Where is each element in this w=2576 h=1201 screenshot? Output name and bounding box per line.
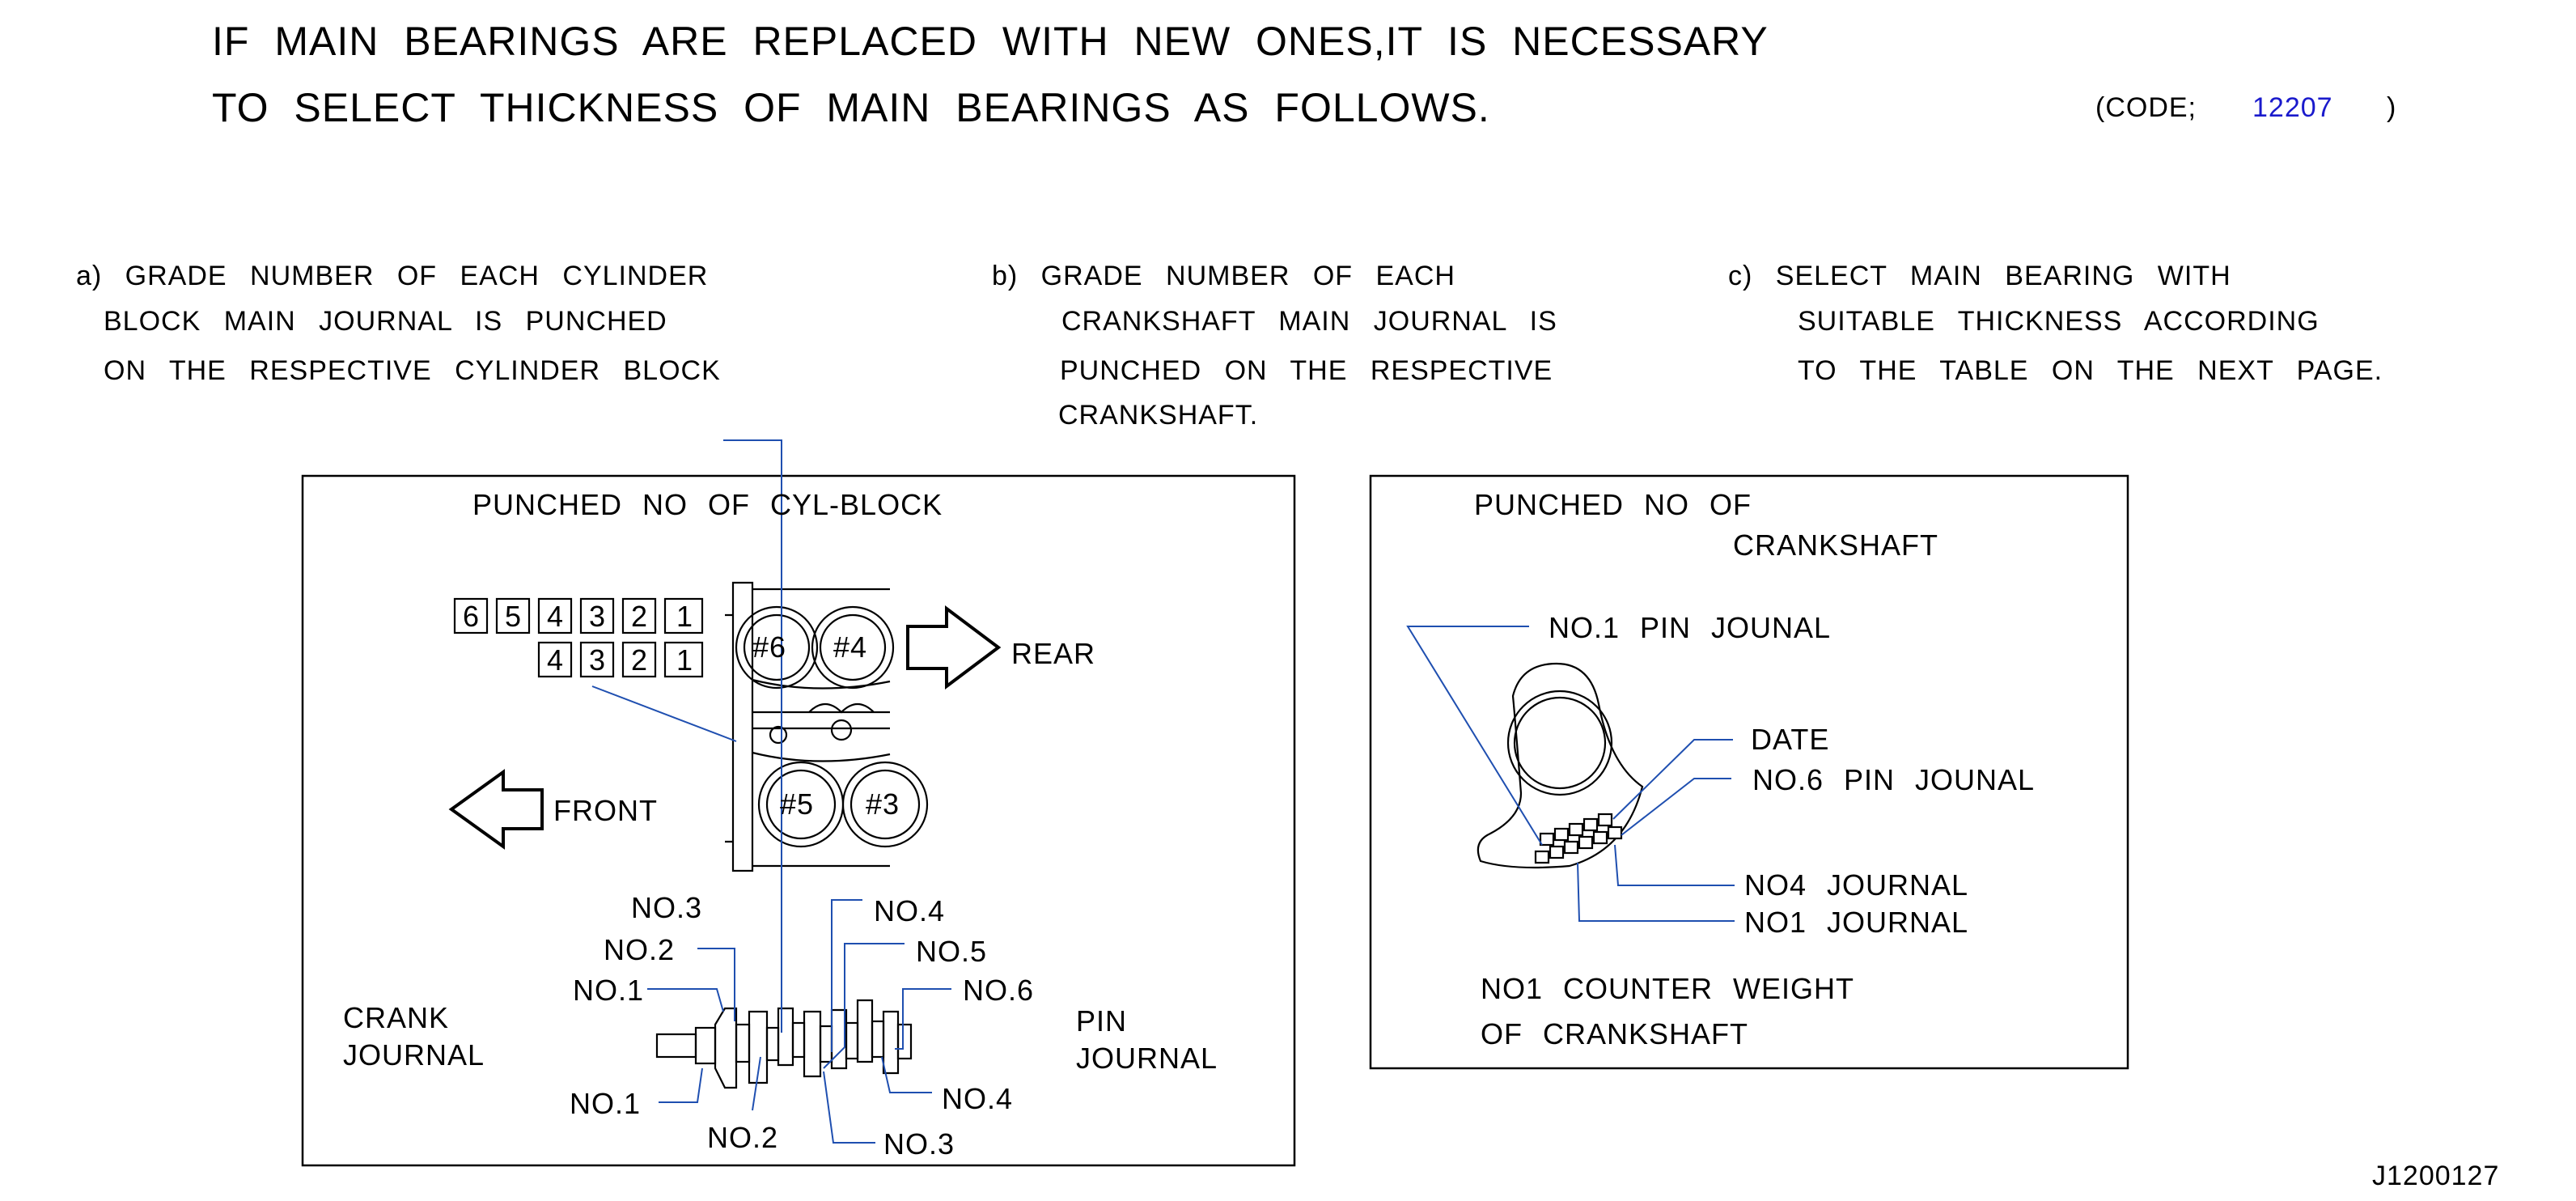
step-a-line-1: a) GRADE NUMBER OF EACH CYLINDER [76,261,709,291]
punch-digit-row2-3: 3 [589,643,607,677]
cyl-block-leader-line [591,685,737,742]
crank-label-no1-upper: NO.1 [573,974,645,1007]
pin-label-no4-upper: NO.4 [874,894,946,927]
counter-weight-label-1: NO1 COUNTER WEIGHT [1481,972,1855,1005]
crank-journal-label-2: JOURNAL [343,1038,485,1072]
counter-weight-label-2: OF CRANKSHAFT [1481,1017,1749,1050]
step-a-line-2: BLOCK MAIN JOURNAL IS PUNCHED [104,306,667,337]
heading-line-1: IF MAIN BEARINGS ARE REPLACED WITH NEW O… [212,19,1769,64]
punched-number-squares [453,597,704,678]
crank-label-no2-lower: NO.2 [707,1121,779,1154]
pin-journal-label-1: PIN [1076,1004,1128,1038]
pin-label-no6-upper: NO.6 [963,974,1035,1007]
cylinder-6-label: #6 [752,630,787,664]
step-c-line-2: SUITABLE THICKNESS ACCORDING [1798,306,2320,337]
no4-journal-label: NO4 JOURNAL [1744,868,1969,902]
cyl-block-panel-title: PUNCHED NO OF CYL-BLOCK [472,488,943,521]
step-b-line-2: CRANKSHAFT MAIN JOURNAL IS [1061,306,1557,337]
pin-label-no5-upper: NO.5 [916,935,988,968]
crankshaft-leader-lines [1406,626,1735,922]
cylinder-4-label: #4 [833,630,868,664]
pin-journal-label-2: JOURNAL [1076,1042,1218,1075]
rear-arrow-icon [906,605,1002,690]
no1-journal-label: NO1 JOURNAL [1744,906,1969,939]
crankshaft-panel-title-2: CRANKSHAFT [1733,528,1939,562]
front-label: FRONT [553,794,658,827]
no1-pin-journal-label: NO.1 PIN JOUNAL [1549,611,1832,644]
punch-digit-row2-2: 2 [631,643,649,677]
pin-label-no3-lower: NO.3 [883,1127,955,1161]
crankshaft-end-view [1477,662,1644,869]
rear-label: REAR [1011,637,1096,670]
punch-digit-row2-4: 4 [547,643,565,677]
punch-digit-3: 3 [589,600,607,633]
crankshaft-panel-title-1: PUNCHED NO OF [1474,488,1752,521]
punch-digit-row2-1: 1 [676,643,694,677]
step-c-line-3: TO THE TABLE ON THE NEXT PAGE. [1798,355,2383,386]
step-a-line-3: ON THE RESPECTIVE CYLINDER BLOCK [104,355,721,386]
cylinder-3-label: #3 [866,787,900,821]
code-value: 12207 [2252,92,2333,123]
step-b-line-4: CRANKSHAFT. [1058,400,1259,431]
punch-digit-5: 5 [505,600,523,633]
crank-label-no3-upper: NO.3 [631,891,703,924]
crank-label-no1-lower: NO.1 [570,1087,642,1120]
front-arrow-icon [448,769,544,850]
step-b-line-3: PUNCHED ON THE RESPECTIVE [1060,355,1553,386]
crankshaft-drawing [655,999,913,1089]
date-label: DATE [1751,723,1830,756]
step-b-line-1: b) GRADE NUMBER OF EACH [992,261,1455,291]
no6-pin-journal-label: NO.6 PIN JOUNAL [1752,763,2036,796]
crank-label-no2-upper: NO.2 [604,933,676,966]
punch-digit-2: 2 [631,600,649,633]
code-close: ) [2387,92,2397,123]
code-open: (CODE; [2095,92,2197,123]
figure-id: J1200127 [2372,1161,2500,1191]
step-c-line-1: c) SELECT MAIN BEARING WITH [1728,261,2231,291]
crank-leader-lines [647,439,951,1144]
punch-digit-4: 4 [547,600,565,633]
crank-journal-label-1: CRANK [343,1001,450,1034]
punch-digit-1: 1 [676,600,694,633]
heading-line-2: TO SELECT THICKNESS OF MAIN BEARINGS AS … [212,85,1490,130]
cylinder-5-label: #5 [780,787,815,821]
cylinder-block-drawing [725,581,929,872]
punch-digit-6: 6 [463,600,481,633]
pin-label-no4-lower: NO.4 [942,1082,1014,1115]
